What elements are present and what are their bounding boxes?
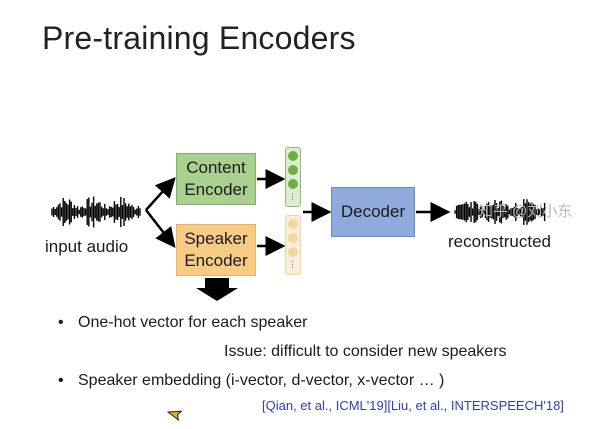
bullet-item: • One-hot vector for each speaker [58, 314, 307, 332]
vector-dot [288, 219, 298, 229]
arrow-to-speaker-encoder [145, 209, 176, 248]
vector-ellipsis: … [290, 192, 300, 201]
vector-dot [288, 233, 298, 243]
decoder-label: Decoder [340, 202, 406, 221]
output-waveform [454, 199, 546, 225]
bullet-text: One-hot vector for each speaker [78, 314, 308, 331]
speaker-encoder-line2: Encoder [184, 251, 248, 270]
vector-dot [288, 179, 298, 189]
arrow-to-content-encoder [145, 177, 176, 211]
input-audio-label: input audio [45, 237, 129, 256]
vector-dot [288, 165, 298, 175]
bullet-dot-icon: • [58, 314, 64, 331]
vector-dot [288, 151, 298, 161]
speaker-encoder-line1: Speaker [184, 229, 248, 248]
cursor-icon [166, 410, 183, 422]
speaker-encoder-box: Speaker Encoder [176, 224, 256, 276]
down-arrow-icon [196, 278, 238, 301]
bullet-item: • Speaker embedding (i-vector, d-vector, … [58, 372, 444, 390]
bullet-text: Speaker embedding (i-vector, d-vector, x… [78, 372, 445, 389]
decoder-box: Decoder [331, 187, 415, 237]
vector-ellipsis: … [290, 260, 300, 269]
speaker-vector: … [285, 215, 301, 275]
input-waveform [51, 196, 141, 228]
slide-title: Pre-training Encoders [42, 20, 356, 56]
watermark: 知乎 @刘小东 [478, 203, 573, 220]
citation: [Qian, et al., ICML'19][Liu, et al., INT… [262, 398, 564, 413]
content-encoder-line2: Encoder [184, 180, 248, 199]
content-encoder-box: Content Encoder [176, 153, 256, 205]
content-vector: … [285, 147, 301, 207]
reconstructed-label: reconstructed [448, 232, 551, 251]
issue-text: Issue: difficult to consider new speaker… [224, 343, 507, 360]
bullet-dot-icon: • [58, 372, 64, 389]
vector-dot [288, 247, 298, 257]
content-encoder-line1: Content [186, 158, 246, 177]
